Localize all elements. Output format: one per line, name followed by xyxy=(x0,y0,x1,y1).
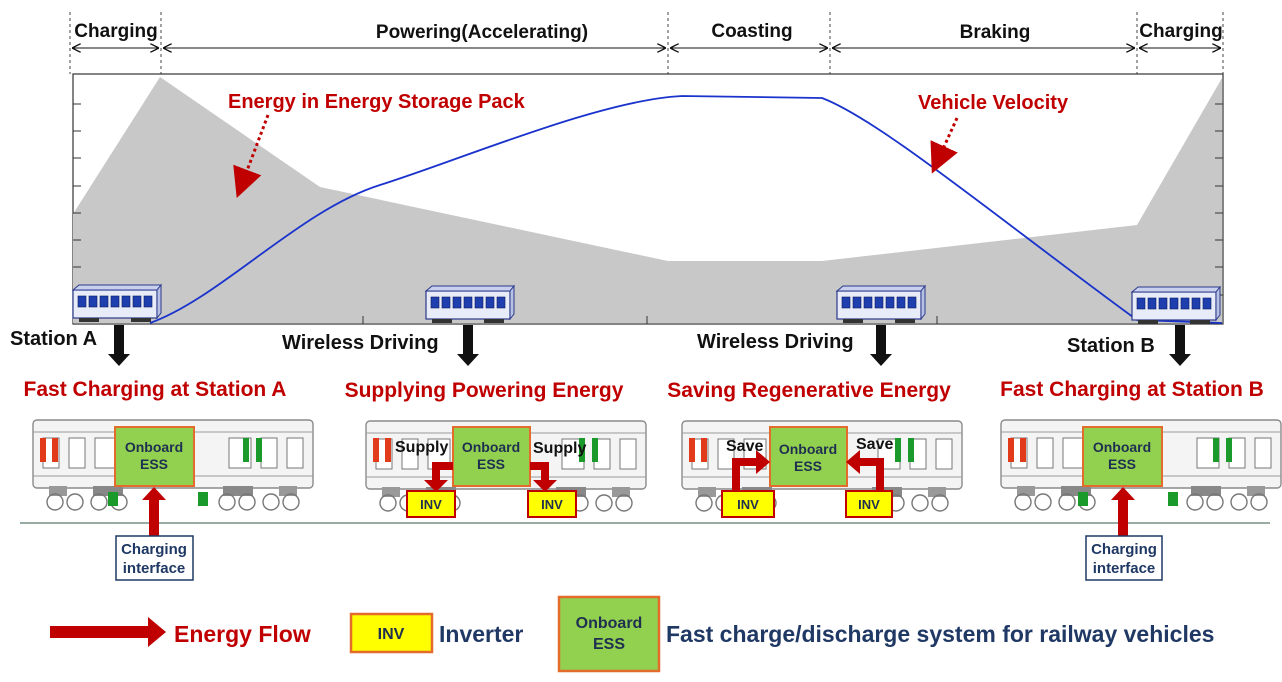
position-wireless-2: Wireless Driving xyxy=(697,331,854,353)
svg-text:Onboard: Onboard xyxy=(779,441,837,457)
train-icon-powering xyxy=(425,285,515,324)
phase-label-braking: Braking xyxy=(960,22,1031,43)
ess-box-1 xyxy=(114,426,195,487)
svg-text:Onboard: Onboard xyxy=(1093,439,1151,455)
svg-text:Onboard: Onboard xyxy=(576,615,643,632)
svg-text:Charging: Charging xyxy=(121,541,187,558)
train-icon-station-a xyxy=(72,284,162,323)
stage-titles: Fast Charging at Station A Supplying Pow… xyxy=(24,378,1264,402)
train-icon-braking xyxy=(836,285,926,324)
svg-text:ESS: ESS xyxy=(1108,456,1136,472)
phase-label-powering: Powering(Accelerating) xyxy=(376,22,588,43)
phase-header: Charging Powering(Accelerating) Coasting… xyxy=(69,12,1224,74)
inv-box-3b xyxy=(845,490,893,518)
legend-ess-box xyxy=(557,595,661,673)
svg-text:Onboard: Onboard xyxy=(125,439,183,455)
charging-interface-b xyxy=(1085,535,1163,581)
svg-text:INV: INV xyxy=(737,497,759,512)
down-arrow-4 xyxy=(1169,325,1191,366)
ess-box-4 xyxy=(1082,426,1163,487)
svg-text:INV: INV xyxy=(858,497,880,512)
velocity-curve xyxy=(149,95,1223,324)
position-wireless-1: Wireless Driving xyxy=(282,332,439,354)
svg-text:Onboard: Onboard xyxy=(462,439,520,455)
stage-title-4: Fast Charging at Station B xyxy=(1000,378,1264,401)
stage-title-3: Saving Regenerative Energy xyxy=(667,379,951,402)
stage-4-panel: Onboard ESS Charging interface xyxy=(1000,419,1282,581)
phase-label-charging-a: Charging xyxy=(74,21,157,42)
position-row: Station A Wireless Driving Wireless Driv… xyxy=(10,325,1191,366)
legend-energy-flow-label: Energy Flow xyxy=(174,621,311,647)
stage-2-panel: Onboard ESS Supply Supply INV INV xyxy=(365,420,647,518)
legend: Energy Flow INV Inverter Onboard ESS Fas… xyxy=(50,595,1214,673)
charge-arrow-1 xyxy=(142,487,166,536)
stage-title-2: Supplying Powering Energy xyxy=(345,379,624,402)
train-icon-station-b xyxy=(1131,286,1221,325)
supply-arrow-right xyxy=(530,462,557,492)
svg-text:INV: INV xyxy=(541,497,563,512)
down-arrow-2 xyxy=(457,325,479,366)
callout-velocity: Vehicle Velocity xyxy=(918,92,1069,174)
save-arrow-left xyxy=(732,450,770,492)
inv-box-3a xyxy=(721,490,775,518)
save-arrow-right xyxy=(846,450,884,492)
svg-text:Charging: Charging xyxy=(1091,541,1157,558)
stage-title-1: Fast Charging at Station A xyxy=(24,378,287,401)
ess-box-2 xyxy=(452,426,531,487)
supply-label-right: Supply xyxy=(533,440,586,457)
position-station-a: Station A xyxy=(10,328,97,350)
svg-text:ESS: ESS xyxy=(140,456,168,472)
ess-box-3 xyxy=(769,426,848,487)
stage-3-panel: Onboard ESS Save Save INV INV xyxy=(681,420,963,518)
svg-text:interface: interface xyxy=(1093,560,1156,577)
energy-callout-label: Energy in Energy Storage Pack xyxy=(228,91,526,113)
supply-label-left: Supply xyxy=(395,439,448,456)
legend-inv-box xyxy=(349,612,434,654)
velocity-callout-label: Vehicle Velocity xyxy=(918,92,1069,114)
legend-inverter-label: Inverter xyxy=(439,621,523,647)
svg-text:interface: interface xyxy=(123,560,186,577)
energy-area xyxy=(73,77,1222,323)
save-label-right: Save xyxy=(856,436,893,453)
down-arrow-3 xyxy=(870,325,892,366)
energy-velocity-plot xyxy=(72,73,1224,325)
stage-1-panel: Onboard ESS Charging interface xyxy=(32,419,314,581)
svg-text:ESS: ESS xyxy=(794,458,822,474)
charging-interface-a xyxy=(115,535,194,581)
callout-energy: Energy in Energy Storage Pack xyxy=(228,91,526,199)
svg-text:ESS: ESS xyxy=(593,636,625,653)
legend-ess-description: Fast charge/discharge system for railway… xyxy=(666,621,1214,647)
inv-box-2a xyxy=(406,490,456,518)
position-station-b: Station B xyxy=(1067,335,1155,357)
svg-text:INV: INV xyxy=(420,497,442,512)
legend-energy-flow-arrow xyxy=(50,617,166,647)
charge-arrow-4 xyxy=(1111,487,1135,536)
svg-text:ESS: ESS xyxy=(477,456,505,472)
down-arrow-1 xyxy=(108,325,130,366)
svg-text:INV: INV xyxy=(378,626,405,643)
inv-box-2b xyxy=(527,490,577,518)
supply-arrow-left xyxy=(424,462,453,492)
phase-label-coasting: Coasting xyxy=(711,21,792,42)
phase-label-charging-b: Charging xyxy=(1139,21,1222,42)
save-label-left: Save xyxy=(726,438,763,455)
